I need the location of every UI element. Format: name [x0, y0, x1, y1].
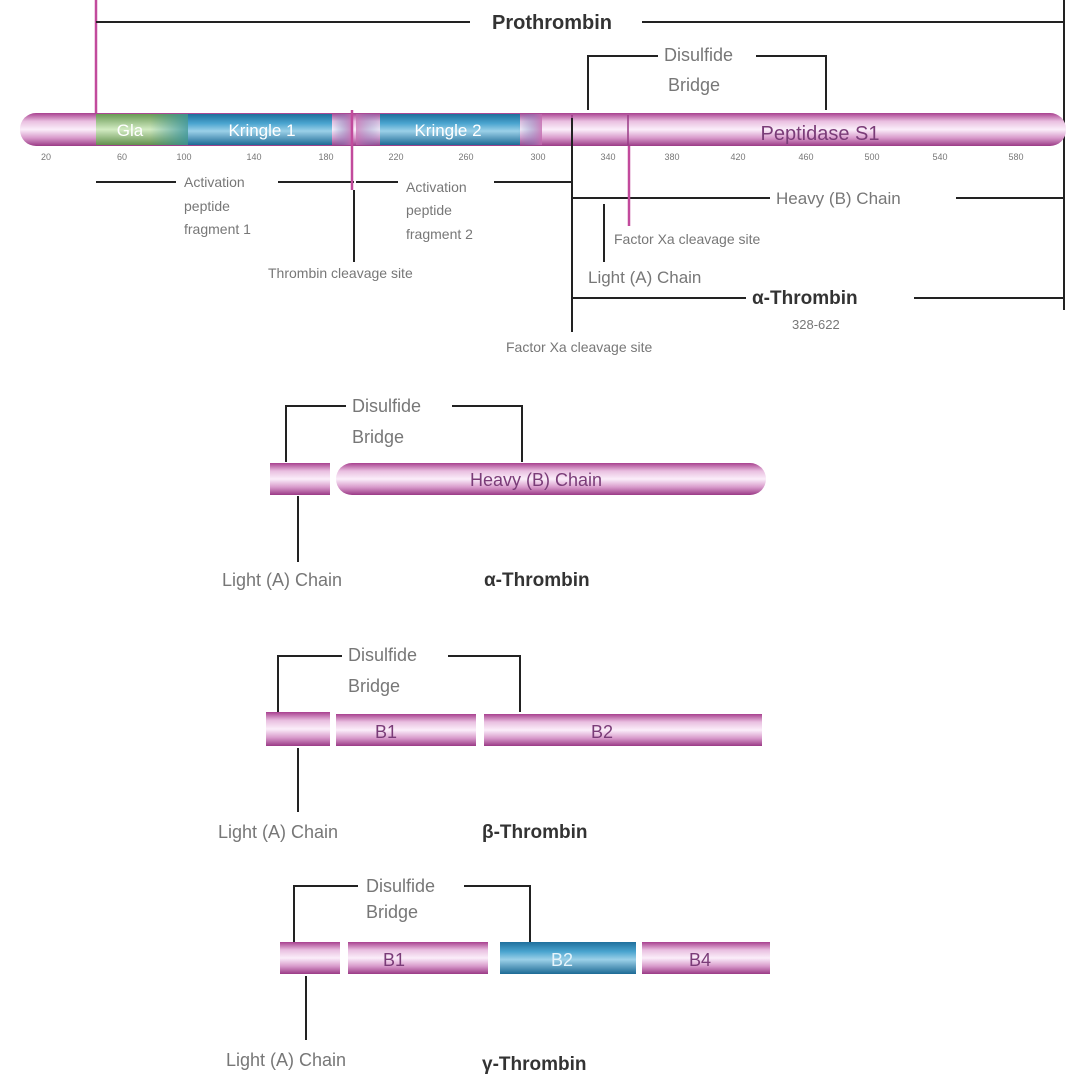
beta-disulfide-bracket [277, 655, 521, 712]
tick-label: 180 [318, 152, 333, 162]
beta-light-chain-label: Light (A) Chain [218, 822, 338, 842]
kringle2-label: Kringle 2 [414, 121, 481, 140]
gamma-b1-bar [348, 942, 488, 974]
gamma-thrombin-title: γ-Thrombin [482, 1054, 587, 1075]
alpha-thrombin-range: 328-622 [792, 317, 840, 332]
tick-label: 500 [864, 152, 879, 162]
light-chain-label: Light (A) Chain [588, 268, 701, 287]
activation1-line2: peptide [184, 198, 230, 214]
alpha-heavy-chain-bar [336, 463, 766, 495]
activation2-line3: fragment 2 [406, 226, 473, 242]
tick-label: 100 [176, 152, 191, 162]
gamma-b1-label: B1 [383, 950, 405, 970]
gamma-disulfide-label-1: Disulfide [366, 876, 435, 896]
beta-disulfide-label-2: Bridge [348, 676, 400, 696]
alpha-heavy-chain-label: Heavy (B) Chain [470, 470, 602, 490]
prothrombin-disulfide-bracket [587, 55, 827, 110]
tick-label: 460 [798, 152, 813, 162]
gamma-b2-bar [500, 942, 636, 974]
tick-label: 260 [458, 152, 473, 162]
gla-label: Gla [117, 121, 144, 140]
activation1-line1: Activation [184, 174, 245, 190]
alpha-disulfide-label-2: Bridge [352, 427, 404, 447]
gamma-b4-bar [642, 942, 770, 974]
gamma-light-chain-bar [280, 942, 340, 974]
gamma-disulfide-label-2: Bridge [366, 902, 418, 922]
alpha-thrombin-label: α-Thrombin [752, 288, 858, 309]
factor-xa-cleavage1-label: Factor Xa cleavage site [614, 231, 761, 247]
gamma-b4-label: B4 [689, 950, 711, 970]
tick-label: 20 [41, 152, 51, 162]
alpha-disulfide-bracket [285, 405, 523, 462]
tick-label: 540 [932, 152, 947, 162]
alpha-thrombin-section: Disulfide Bridge Heavy (B) Chain Light (… [222, 396, 766, 591]
alpha-thrombin-bracket [571, 118, 1064, 332]
kringle1-label: Kringle 1 [228, 121, 295, 140]
prothrombin-disulfide-label-1: Disulfide [664, 45, 733, 65]
activation2-line1: Activation [406, 179, 467, 195]
kringle1-domain [188, 114, 332, 145]
alpha-thrombin-title: α-Thrombin [484, 570, 590, 591]
gamma-thrombin-section: Disulfide Bridge B1 B2 B4 Light (A) Chai… [226, 876, 770, 1075]
beta-b1-bar [336, 714, 476, 746]
tick-label: 140 [246, 152, 261, 162]
beta-b2-bar [484, 714, 762, 746]
factor-xa-cleavage2-label: Factor Xa cleavage site [506, 339, 653, 355]
prothrombin-disulfide-label-2: Bridge [668, 75, 720, 95]
tick-label: 340 [600, 152, 615, 162]
peptidase-label: Peptidase S1 [761, 123, 880, 145]
tick-label: 420 [730, 152, 745, 162]
tick-label: 220 [388, 152, 403, 162]
beta-b2-label: B2 [591, 722, 613, 742]
gamma-b2-label: B2 [551, 950, 573, 970]
gamma-disulfide-bracket [293, 885, 531, 942]
alpha-light-chain-label: Light (A) Chain [222, 570, 342, 590]
prothrombin-section: Prothrombin Disulfide Bridge Gla Kringle… [20, 0, 1066, 355]
gamma-light-chain-label: Light (A) Chain [226, 1050, 346, 1070]
alpha-disulfide-label-1: Disulfide [352, 396, 421, 416]
beta-disulfide-label-1: Disulfide [348, 645, 417, 665]
beta-thrombin-title: β-Thrombin [482, 822, 588, 843]
beta-b1-label: B1 [375, 722, 397, 742]
activation1-line3: fragment 1 [184, 221, 251, 237]
tick-label: 300 [530, 152, 545, 162]
beta-thrombin-section: Disulfide Bridge B1 B2 Light (A) Chain β… [218, 645, 762, 843]
tick-labels: 20 60 100 140 180 220 260 300 340 380 42… [41, 152, 1024, 162]
heavy-chain-label: Heavy (B) Chain [776, 189, 901, 208]
tick-label: 60 [117, 152, 127, 162]
prothrombin-title: Prothrombin [492, 12, 612, 34]
activation2-line2: peptide [406, 202, 452, 218]
alpha-light-chain-bar [270, 463, 330, 495]
thrombin-cleavage-label: Thrombin cleavage site [268, 265, 413, 281]
beta-light-chain-bar [266, 712, 330, 746]
tick-label: 580 [1008, 152, 1023, 162]
tick-label: 380 [664, 152, 679, 162]
kringle2-domain [380, 114, 520, 145]
prothrombin-bracket [96, 0, 1065, 310]
